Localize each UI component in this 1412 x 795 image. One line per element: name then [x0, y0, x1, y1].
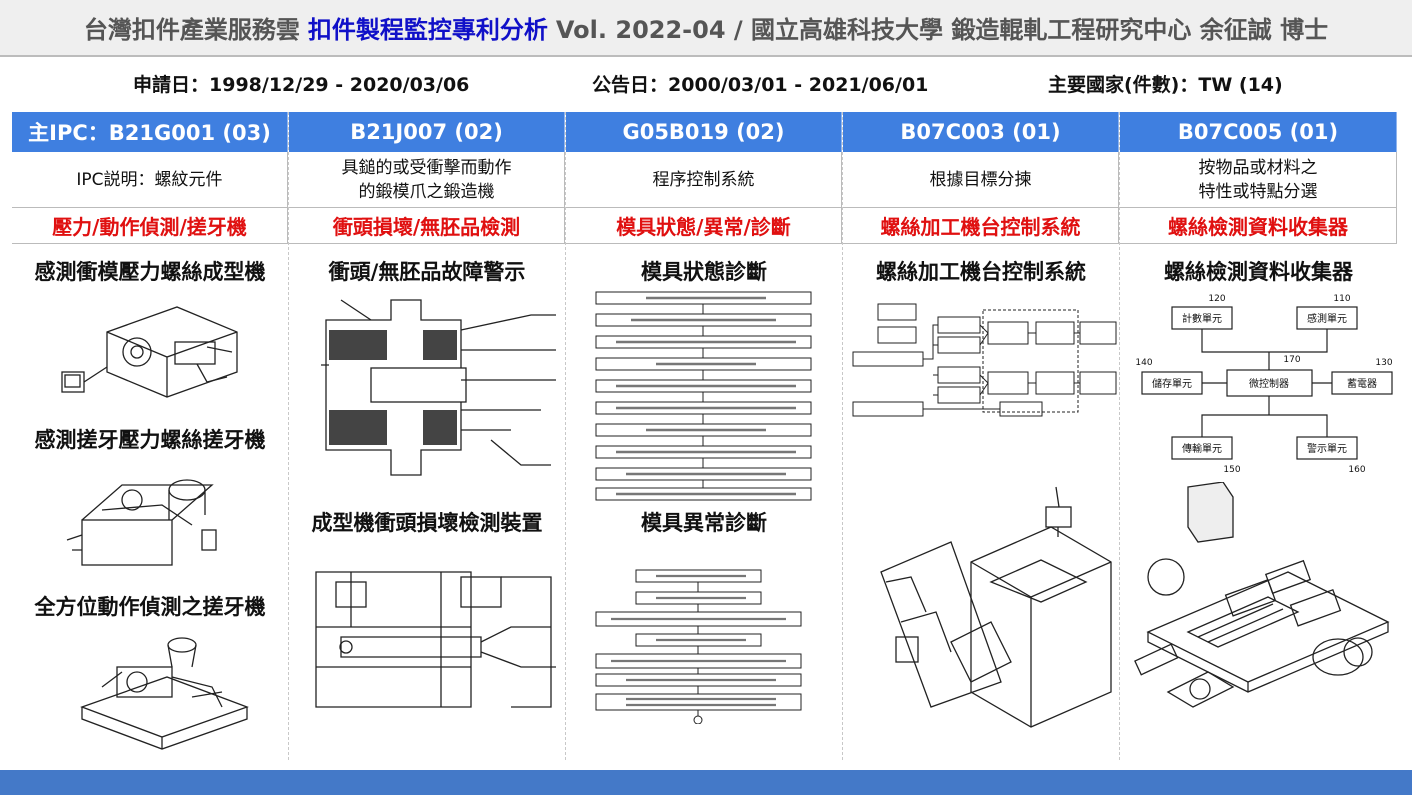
category-tag: 螺絲檢測資料收集器: [1120, 208, 1397, 244]
header-highlight: 扣件製程監控專利分析: [308, 10, 548, 45]
application-date: 申請日：1998/12/29 - 2020/03/06: [133, 70, 469, 97]
column-b07c003: B07C003 (01) 根據目標分揀 螺絲加工機台控制系統 螺絲加工機台控制系…: [843, 112, 1120, 760]
category-tag: 衝頭損壞/無胚品檢測: [289, 208, 565, 244]
patent-title: 模具異常診斷: [566, 507, 842, 537]
mold-abnormal-flowchart: [586, 562, 836, 724]
fig-label: 傳輸單元: [1182, 442, 1222, 455]
ipc-header: B07C003 (01): [843, 112, 1119, 152]
motion-rolling-figure: [72, 627, 257, 752]
press-machine-figure: [57, 292, 257, 407]
patent-grid: 主IPC：B21G001 (03) IPC説明：螺紋元件 壓力/動作偵測/搓牙機…: [12, 112, 1399, 760]
ipc-desc: 具鎚的或受衝擊而動作 的鍛模爪之鍛造機: [289, 152, 565, 208]
category-tag: 模具狀態/異常/診斷: [566, 208, 842, 244]
fig-num: 110: [1333, 294, 1350, 304]
ipc-header: B21J007 (02): [289, 112, 565, 152]
patent-title: 感測搓牙壓力螺絲搓牙機: [12, 424, 288, 454]
patent-title: 螺絲檢測資料收集器: [1120, 256, 1397, 286]
patent-title: 全方位動作偵測之搓牙機: [12, 591, 288, 621]
fig-label: 感測單元: [1307, 312, 1347, 325]
fig-num: 130: [1375, 358, 1392, 368]
main-country: 主要國家(件數)：TW (14): [1048, 70, 1283, 97]
collector-device-figure: [1128, 482, 1396, 752]
ipc-desc: 程序控制系統: [566, 152, 842, 208]
meta-row: 申請日：1998/12/29 - 2020/03/06 公告日：2000/03/…: [0, 70, 1412, 98]
fig-label: 警示單元: [1307, 442, 1347, 455]
data-collector-block-diagram: 計數單元 感測單元 儲存單元 微控制器 蓄電器 傳輸單元 警示單元 120 11…: [1132, 287, 1397, 482]
fig-num: 150: [1223, 465, 1240, 475]
ipc-header: 主IPC：B21G001 (03): [12, 112, 288, 152]
column-g05b019: G05B019 (02) 程序控制系統 模具狀態/異常/診斷 模具狀態診斷 模具…: [566, 112, 843, 760]
header-suffix: Vol. 2022-04 / 國立高雄科技大學 鍛造輥軋工程研究中心 余征誠 博…: [556, 10, 1328, 45]
punch-damage-figure: [311, 567, 561, 717]
fig-label: 蓄電器: [1347, 378, 1377, 390]
column-b07c005: B07C005 (01) 按物品或材料之 特性或特點分選 螺絲檢測資料收集器 螺…: [1120, 112, 1397, 760]
patent-title: 螺絲加工機台控制系統: [843, 256, 1119, 286]
fig-num: 170: [1283, 355, 1300, 365]
publication-date: 公告日：2000/03/01 - 2021/06/01: [592, 70, 928, 97]
ipc-header: G05B019 (02): [566, 112, 842, 152]
fig-label: 計數單元: [1182, 312, 1222, 325]
header-title: 台灣扣件產業服務雲 扣件製程監控專利分析 Vol. 2022-04 / 國立高雄…: [0, 0, 1412, 57]
header-prefix: 台灣扣件產業服務雲: [84, 10, 300, 45]
mold-state-flowchart: [586, 290, 836, 502]
patent-title: 模具狀態診斷: [566, 256, 842, 286]
punch-failure-figure: [311, 290, 561, 482]
patent-title: 感測衝模壓力螺絲成型機: [12, 256, 288, 286]
rolling-machine-figure: [62, 460, 262, 575]
footer-bar: [0, 770, 1412, 795]
category-tag: 壓力/動作偵測/搓牙機: [12, 208, 288, 244]
ipc-desc: IPC説明：螺紋元件: [12, 152, 288, 208]
patent-title: 衝頭/無胚品故障警示: [289, 256, 565, 286]
patent-title: 成型機衝頭損壞檢測裝置: [289, 507, 565, 537]
ipc-header: B07C005 (01): [1120, 112, 1397, 152]
ipc-desc: 根據目標分揀: [843, 152, 1119, 208]
column-b21g001: 主IPC：B21G001 (03) IPC説明：螺紋元件 壓力/動作偵測/搓牙機…: [12, 112, 289, 760]
fig-label: 微控制器: [1249, 377, 1289, 390]
fig-num: 120: [1208, 294, 1225, 304]
fig-num: 140: [1135, 358, 1152, 368]
machine-tool-figure: [851, 482, 1119, 752]
column-b21j007: B21J007 (02) 具鎚的或受衝擊而動作 的鍛模爪之鍛造機 衝頭損壞/無胚…: [289, 112, 566, 760]
control-system-diagram: [848, 292, 1118, 427]
ipc-desc: 按物品或材料之 特性或特點分選: [1120, 152, 1397, 208]
fig-label: 儲存單元: [1152, 377, 1192, 390]
fig-num: 160: [1348, 465, 1365, 475]
category-tag: 螺絲加工機台控制系統: [843, 208, 1119, 244]
